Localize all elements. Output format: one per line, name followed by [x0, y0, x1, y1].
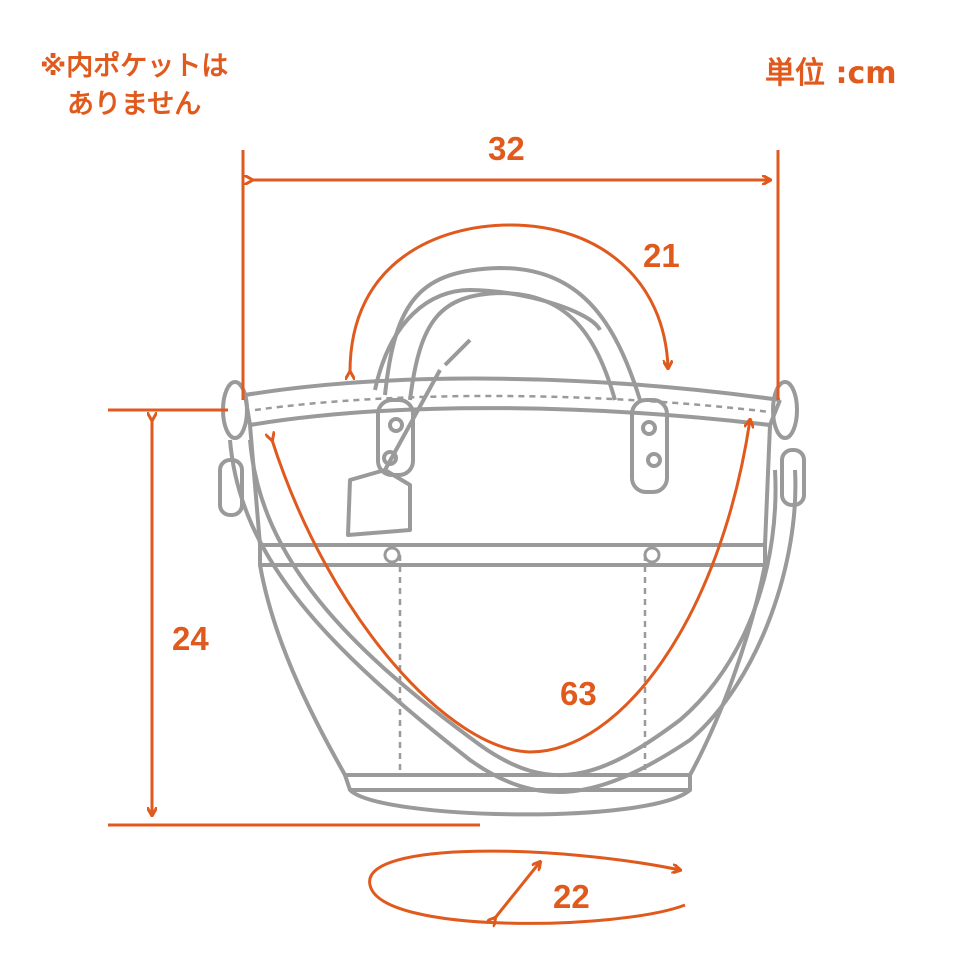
depth-value: 22: [553, 878, 590, 915]
width-value: 32: [488, 130, 525, 167]
stitching: [254, 394, 771, 775]
handle-value: 21: [643, 237, 680, 274]
handle-arrow: [350, 223, 668, 372]
depth-ellipse: [368, 849, 686, 925]
bag-outline: [218, 266, 806, 817]
unit-label: 単位 :cm: [765, 56, 897, 91]
depth-arrow: [495, 862, 540, 918]
strap-arrow: [272, 420, 750, 754]
note-line-2: ありません: [67, 89, 202, 120]
inner-pocket-note: ※内ポケットは ありません: [40, 48, 228, 124]
note-line-1: ※内ポケットは: [40, 51, 229, 82]
dimension-lines: [108, 150, 780, 925]
height-value: 24: [172, 620, 209, 657]
strap-value: 63: [560, 675, 597, 712]
